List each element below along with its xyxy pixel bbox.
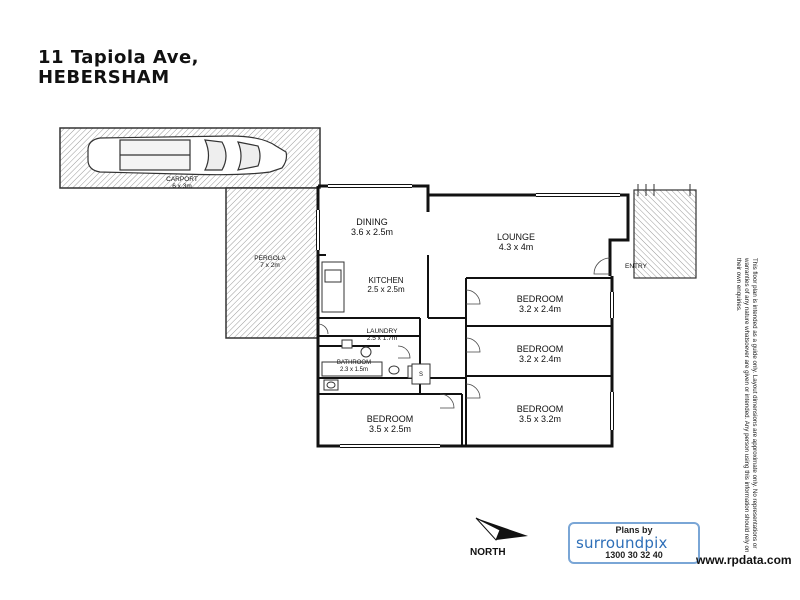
brand-logo-text: surroundpix <box>576 534 668 552</box>
website-label: www.rpdata.com <box>696 553 792 567</box>
bedroom-2-label: BEDROOM <box>517 344 564 354</box>
bedroom-4-label: BEDROOM <box>367 414 414 424</box>
entry-deck-area <box>633 189 697 279</box>
address-line-1: 11 Tapiola Ave, <box>38 47 199 68</box>
bedroom-3-size: 3.5 x 3.2m <box>519 414 561 424</box>
laundry-size: 2.5 x 1.7m <box>367 335 397 342</box>
dining-label: DINING <box>356 217 388 227</box>
toilet-mark: S <box>419 372 423 378</box>
north-arrow-icon <box>475 517 528 541</box>
door-swings <box>317 257 611 409</box>
lounge-size: 4.3 x 4m <box>499 242 534 252</box>
bedroom-4-size: 3.5 x 2.5m <box>369 424 411 434</box>
laundry-label: LAUNDRY <box>367 328 399 335</box>
brand-phone: 1300 30 32 40 <box>605 550 663 560</box>
bedroom-1-size: 3.2 x 2.4m <box>519 304 561 314</box>
carport-label: CARPORT <box>166 176 198 183</box>
disclaimer-text: This floor plan is intended as a guide o… <box>735 258 758 553</box>
entry-label: ENTRY <box>625 263 648 270</box>
bathroom-fixtures <box>321 339 431 391</box>
carport-size: 6 x 3m <box>172 183 192 190</box>
entry-rail <box>634 184 696 196</box>
bathroom-label: BATHROOM <box>337 360 371 366</box>
pergola-label: PERGOLA <box>254 255 286 262</box>
disclaimer: This floor plan is intended as a guide o… <box>730 258 760 558</box>
north-label: NORTH <box>470 547 506 558</box>
bedroom-3-label: BEDROOM <box>517 404 564 414</box>
address-line-2: HEBERSHAM <box>38 67 170 88</box>
kitchen-size: 2.5 x 2.5m <box>367 285 405 294</box>
dining-size: 3.6 x 2.5m <box>351 227 393 237</box>
surroundpix-logo: Plans by surroundpix 1300 30 32 40 <box>568 522 700 564</box>
lounge-label: LOUNGE <box>497 232 535 242</box>
windows <box>316 184 620 448</box>
property-address: 11 Tapiola Ave, HEBERSHAM <box>38 48 199 88</box>
bedroom-1-label: BEDROOM <box>517 294 564 304</box>
car-icon <box>87 135 288 176</box>
pergola-size: 7 x 2m <box>260 262 280 269</box>
plans-by-label: Plans by <box>615 525 653 535</box>
kitchen-fixtures <box>321 261 345 313</box>
kitchen-label: KITCHEN <box>368 276 403 285</box>
bathroom-size: 2.3 x 1.5m <box>340 367 368 373</box>
bedroom-2-size: 3.2 x 2.4m <box>519 354 561 364</box>
